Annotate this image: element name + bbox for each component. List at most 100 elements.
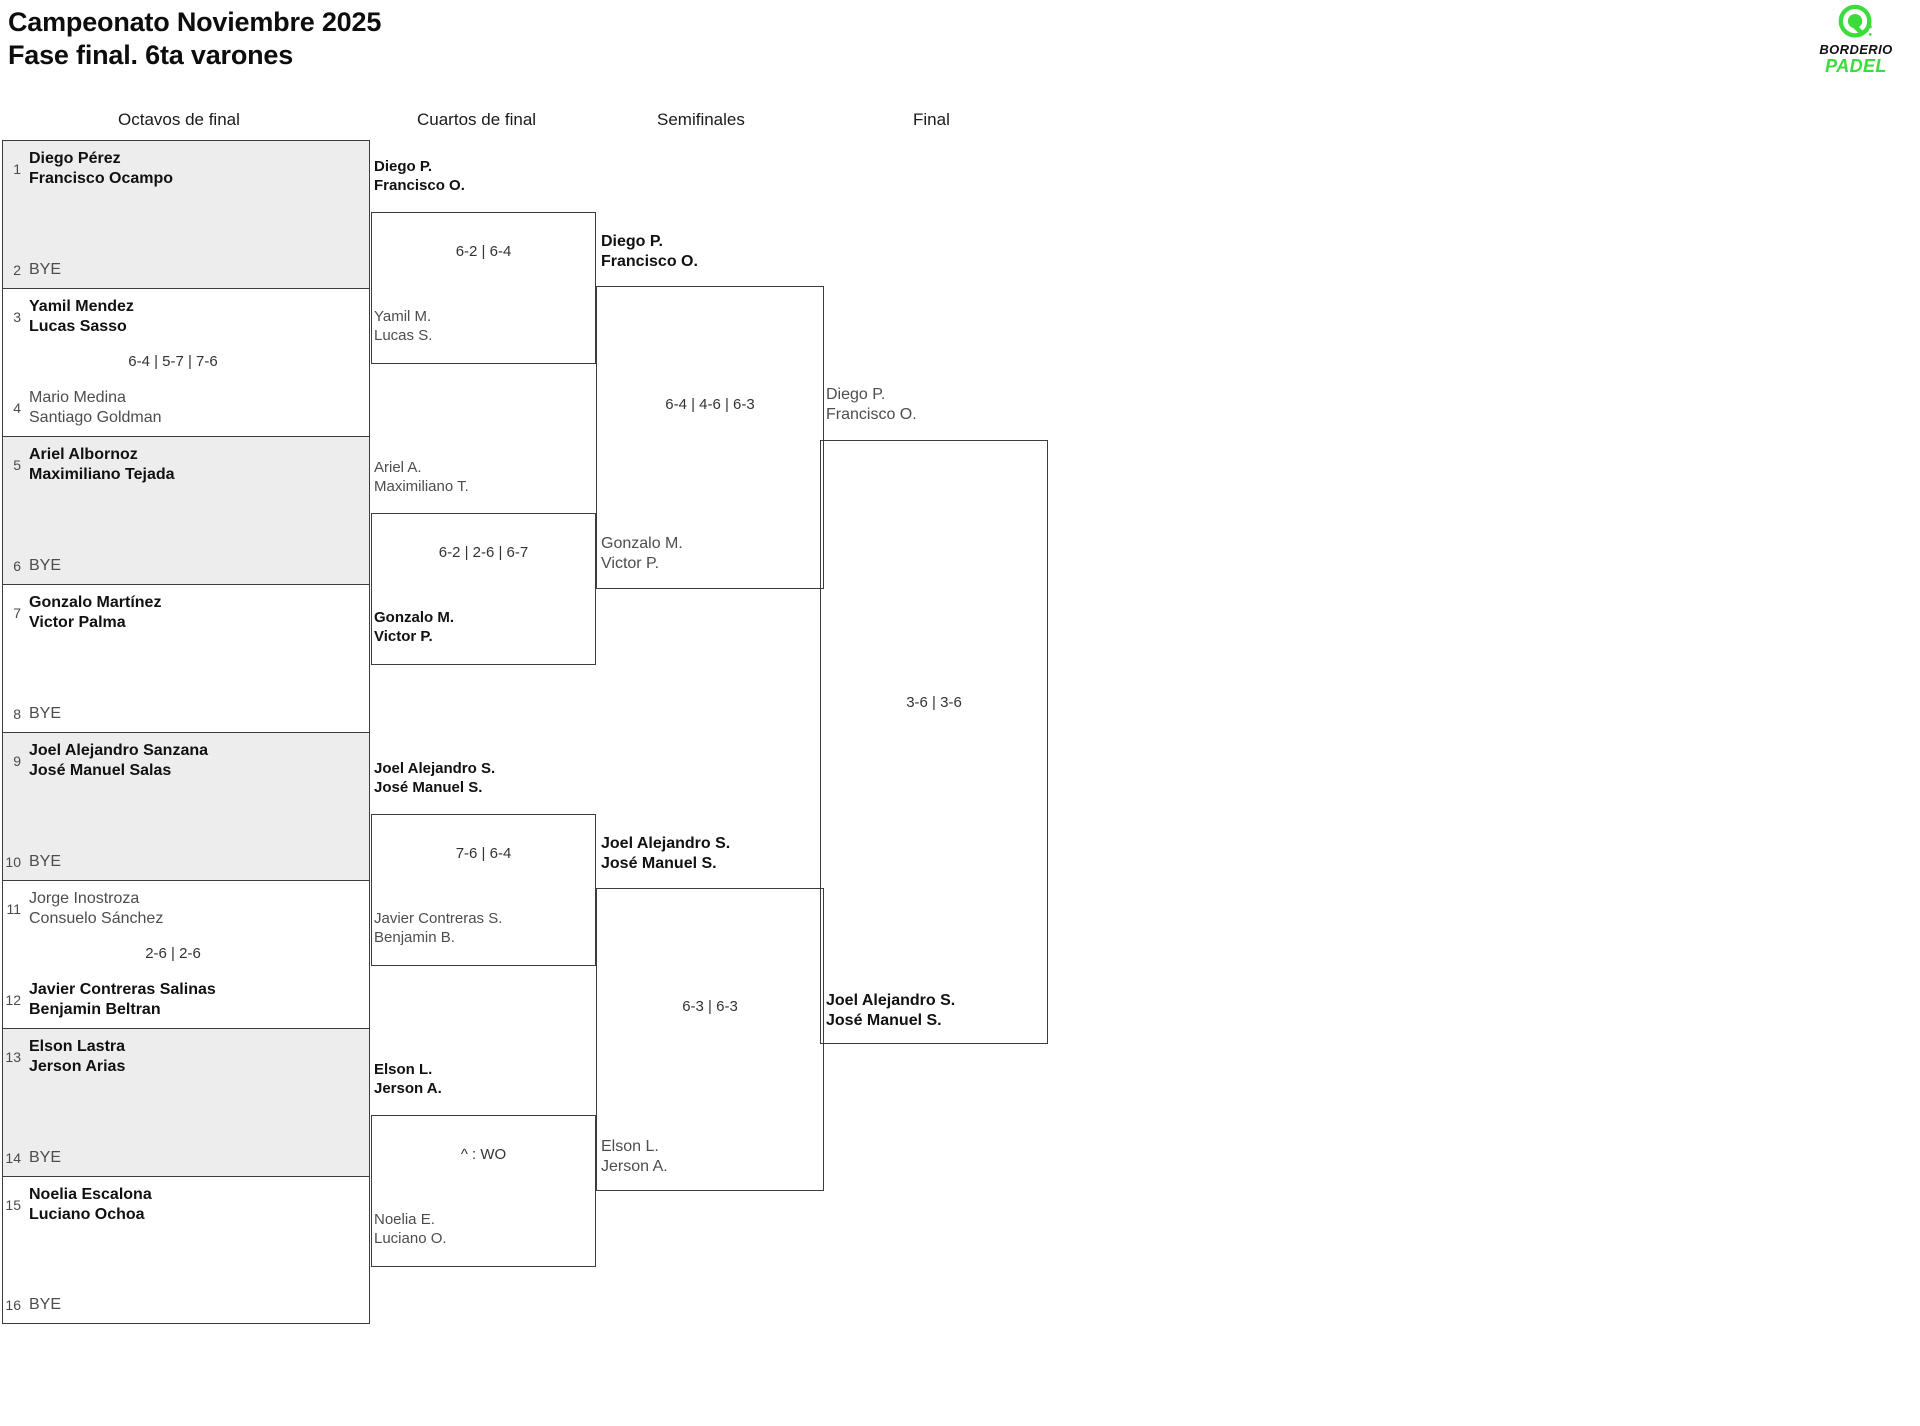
round-header-semifinales: Semifinales bbox=[657, 110, 745, 129]
r4-bottom-team-champion[interactable]: Joel Alejandro S. José Manuel S. bbox=[826, 991, 955, 1031]
r2-m1-bottom-team[interactable]: Yamil M. Lucas S. bbox=[374, 307, 432, 345]
r1-score: 2-6 | 2-6 bbox=[145, 945, 201, 962]
r3-m2-top-team[interactable]: Joel Alejandro S. José Manuel S. bbox=[601, 834, 730, 874]
seed-number: 1 bbox=[13, 161, 21, 177]
r1-slot-seed-2[interactable]: 2 BYE bbox=[3, 260, 369, 280]
padel-circle-icon bbox=[1837, 4, 1875, 42]
r2-m3-bottom-team[interactable]: Javier Contreras S. Benjamin B. bbox=[374, 909, 502, 947]
r2-m2-top-team[interactable]: Ariel A. Maximiliano T. bbox=[374, 458, 469, 496]
r1-slot-seed-13[interactable]: 13 Elson Lastra Jerson Arias bbox=[3, 1037, 369, 1077]
seed-number: 11 bbox=[6, 901, 21, 917]
r1-slot-seed-12[interactable]: 12 Javier Contreras Salinas Benjamin Bel… bbox=[3, 980, 369, 1020]
team-names: Elson Lastra Jerson Arias bbox=[29, 1037, 125, 1077]
r1-slot-seed-7[interactable]: 7 Gonzalo Martínez Victor Palma bbox=[3, 593, 369, 633]
r2-m3-box[interactable] bbox=[371, 814, 596, 966]
seed-number: 3 bbox=[13, 309, 21, 325]
r2-m1-top-team[interactable]: Diego P. Francisco O. bbox=[374, 157, 465, 195]
r1-slot-seed-3[interactable]: 3 Yamil Mendez Lucas Sasso bbox=[3, 297, 369, 337]
r1-pair-5[interactable]: 9 Joel Alejandro Sanzana José Manuel Sal… bbox=[2, 732, 370, 880]
player-line-1: Elson L. bbox=[374, 1061, 433, 1078]
player-line-1: Elson L. bbox=[601, 1138, 659, 1155]
team-names: Noelia Escalona Luciano Ochoa bbox=[29, 1185, 152, 1225]
player-line-1: Ariel Albornoz bbox=[29, 446, 138, 463]
team-names: BYE bbox=[29, 1295, 61, 1315]
r2-m1-score: 6-2 | 6-4 bbox=[455, 243, 512, 260]
player-line-1: BYE bbox=[29, 853, 62, 870]
team-names: Yamil Mendez Lucas Sasso bbox=[29, 297, 134, 337]
seed-number: 15 bbox=[5, 1197, 21, 1213]
r1-slot-seed-9[interactable]: 9 Joel Alejandro Sanzana José Manuel Sal… bbox=[3, 741, 369, 781]
round-header-octavos: Octavos de final bbox=[118, 110, 240, 129]
player-line-2: Benjamin Beltran bbox=[29, 1001, 161, 1018]
team-names: BYE bbox=[29, 260, 61, 280]
player-line-1: BYE bbox=[29, 557, 62, 574]
r2-m3-top-team[interactable]: Joel Alejandro S. José Manuel S. bbox=[374, 759, 495, 797]
r1-slot-seed-10[interactable]: 10 BYE bbox=[3, 852, 369, 872]
player-line-1: Yamil Mendez bbox=[29, 298, 134, 315]
seed-number: 14 bbox=[5, 1150, 21, 1166]
player-line-2: Francisco O. bbox=[601, 253, 698, 270]
seed-number: 4 bbox=[13, 400, 21, 416]
r1-slot-seed-11[interactable]: 11 Jorge Inostroza Consuelo Sánchez bbox=[3, 889, 369, 929]
player-line-1: Joel Alejandro S. bbox=[601, 835, 731, 852]
r4-box[interactable] bbox=[820, 440, 1048, 1044]
r1-slot-seed-14[interactable]: 14 BYE bbox=[3, 1148, 369, 1168]
player-line-2: Santiago Goldman bbox=[29, 409, 162, 426]
player-line-2: Francisco O. bbox=[826, 406, 917, 423]
player-line-1: BYE bbox=[29, 705, 62, 722]
r3-m2-score: 6-3 | 6-3 bbox=[682, 998, 738, 1015]
r1-pair-2[interactable]: 3 Yamil Mendez Lucas Sasso 6-4 | 5-7 | 7… bbox=[2, 288, 370, 436]
r1-pair-1[interactable]: 1 Diego Pérez Francisco Ocampo 2 BYE bbox=[2, 140, 370, 288]
r3-m1-bottom-team[interactable]: Gonzalo M. Victor P. bbox=[601, 534, 683, 574]
r2-m4-top-team[interactable]: Elson L. Jerson A. bbox=[374, 1060, 442, 1098]
r1-slot-seed-5[interactable]: 5 Ariel Albornoz Maximiliano Tejada bbox=[3, 445, 369, 485]
player-line-2: Lucas Sasso bbox=[29, 318, 127, 335]
r3-m1-box[interactable] bbox=[596, 286, 824, 589]
player-line-1: Diego P. bbox=[601, 233, 663, 250]
player-line-1: Yamil M. bbox=[374, 308, 432, 325]
seed-number: 5 bbox=[13, 457, 21, 473]
r1-slot-seed-15[interactable]: 15 Noelia Escalona Luciano Ochoa bbox=[3, 1185, 369, 1225]
r1-pair-8[interactable]: 15 Noelia Escalona Luciano Ochoa 16 BYE bbox=[2, 1176, 370, 1324]
r3-m2-box[interactable] bbox=[596, 888, 824, 1191]
player-line-2: Consuelo Sánchez bbox=[29, 910, 164, 927]
player-line-1: Joel Alejandro S. bbox=[374, 760, 496, 777]
player-line-1: Noelia Escalona bbox=[29, 1186, 152, 1203]
player-line-2: Maximiliano Tejada bbox=[29, 466, 175, 483]
player-line-2: Jerson A. bbox=[601, 1158, 668, 1175]
player-line-2: Lucas S. bbox=[374, 327, 433, 344]
team-names: BYE bbox=[29, 704, 61, 724]
r3-m2-bottom-team[interactable]: Elson L. Jerson A. bbox=[601, 1137, 668, 1177]
r2-m4-bottom-team[interactable]: Noelia E. Luciano O. bbox=[374, 1210, 447, 1248]
player-line-2: Francisco Ocampo bbox=[29, 170, 174, 187]
player-line-2: Maximiliano T. bbox=[374, 478, 469, 495]
player-line-1: BYE bbox=[29, 1149, 62, 1166]
r1-pair-3[interactable]: 5 Ariel Albornoz Maximiliano Tejada 6 BY… bbox=[2, 436, 370, 584]
r1-slot-seed-6[interactable]: 6 BYE bbox=[3, 556, 369, 576]
r2-m2-box[interactable] bbox=[371, 513, 596, 665]
r2-m4-box[interactable] bbox=[371, 1115, 596, 1267]
player-line-1: Joel Alejandro S. bbox=[826, 992, 956, 1009]
r1-pair-6[interactable]: 11 Jorge Inostroza Consuelo Sánchez 2-6 … bbox=[2, 880, 370, 1028]
player-line-2: José Manuel S. bbox=[826, 1012, 942, 1029]
r1-pair-7[interactable]: 13 Elson Lastra Jerson Arias 14 BYE bbox=[2, 1028, 370, 1176]
round-octavos-column: 1 Diego Pérez Francisco Ocampo 2 BYE 3 Y… bbox=[2, 140, 370, 1324]
r2-m2-bottom-team[interactable]: Gonzalo M. Victor P. bbox=[374, 608, 454, 646]
r1-pair-4[interactable]: 7 Gonzalo Martínez Victor Palma 8 BYE bbox=[2, 584, 370, 732]
player-line-2: Luciano O. bbox=[374, 1230, 447, 1247]
r1-slot-seed-16[interactable]: 16 BYE bbox=[3, 1295, 369, 1315]
r1-slot-seed-4[interactable]: 4 Mario Medina Santiago Goldman bbox=[3, 388, 369, 428]
r1-slot-seed-8[interactable]: 8 BYE bbox=[3, 704, 369, 724]
team-names: BYE bbox=[29, 852, 61, 872]
player-line-1: BYE bbox=[29, 261, 62, 278]
seed-number: 8 bbox=[13, 706, 21, 722]
seed-number: 13 bbox=[5, 1049, 21, 1065]
r2-m1-box[interactable] bbox=[371, 212, 596, 364]
r1-slot-seed-1[interactable]: 1 Diego Pérez Francisco Ocampo bbox=[3, 149, 369, 189]
r4-top-team[interactable]: Diego P. Francisco O. bbox=[826, 385, 917, 425]
player-line-1: Jorge Inostroza bbox=[29, 890, 140, 907]
player-line-2: Luciano Ochoa bbox=[29, 1206, 145, 1223]
player-line-1: Diego P. bbox=[826, 386, 886, 403]
r3-m1-top-team[interactable]: Diego P. Francisco O. bbox=[601, 232, 698, 272]
